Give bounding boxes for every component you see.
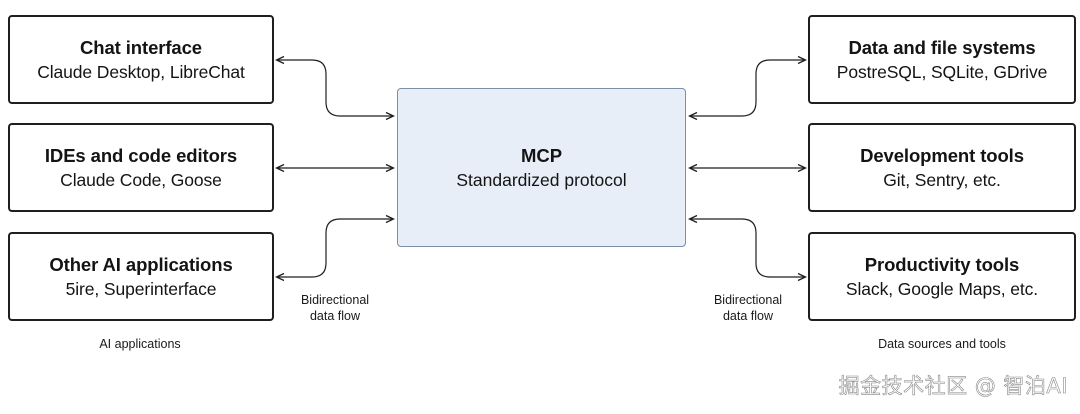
box-title: Productivity tools <box>864 253 1020 275</box>
other-ai-box: Other AI applications 5ire, Superinterfa… <box>8 232 274 321</box>
development-tools-box: Development tools Git, Sentry, etc. <box>808 123 1076 212</box>
box-subtitle: PostreSQL, SQLite, GDrive <box>836 61 1048 82</box>
arrow-other-ai-to-mcp <box>277 219 393 277</box>
arrow-mcp-to-data <box>690 60 805 116</box>
flow-label-line: Bidirectional <box>713 293 783 307</box>
box-title: Other AI applications <box>49 253 233 275</box>
box-title: IDEs and code editors <box>44 144 238 166</box>
box-subtitle: Claude Desktop, LibreChat <box>37 61 245 82</box>
box-subtitle: Claude Code, Goose <box>60 169 222 190</box>
watermark: 掘金技术社区 @ 智泊AI <box>838 374 1068 399</box>
flow-label-right: Bidirectional data flow <box>698 292 798 324</box>
box-subtitle: Git, Sentry, etc. <box>883 169 1001 190</box>
mcp-subtitle: Standardized protocol <box>456 169 627 190</box>
box-title: Data and file systems <box>848 36 1036 58</box>
flow-label-line: data flow <box>309 309 361 323</box>
data-file-systems-box: Data and file systems PostreSQL, SQLite,… <box>808 15 1076 104</box>
box-subtitle: Slack, Google Maps, etc. <box>845 278 1039 299</box>
mcp-title: MCP <box>520 144 563 166</box>
mcp-box: MCP Standardized protocol <box>397 88 686 247</box>
flow-label-line: Bidirectional <box>300 293 370 307</box>
ide-box: IDEs and code editors Claude Code, Goose <box>8 123 274 212</box>
caption-data-sources: Data sources and tools <box>878 337 1006 351</box>
caption-ai-applications: AI applications <box>99 337 181 351</box>
productivity-tools-box: Productivity tools Slack, Google Maps, e… <box>808 232 1076 321</box>
box-subtitle: 5ire, Superinterface <box>65 278 217 299</box>
chat-interface-box: Chat interface Claude Desktop, LibreChat <box>8 15 274 104</box>
flow-label-line: data flow <box>722 309 774 323</box>
box-title: Development tools <box>860 144 1024 166</box>
flow-label-left: Bidirectional data flow <box>285 292 385 324</box>
arrow-mcp-to-productivity <box>690 219 805 277</box>
box-title: Chat interface <box>80 36 202 58</box>
arrow-chat-to-mcp <box>277 60 393 116</box>
